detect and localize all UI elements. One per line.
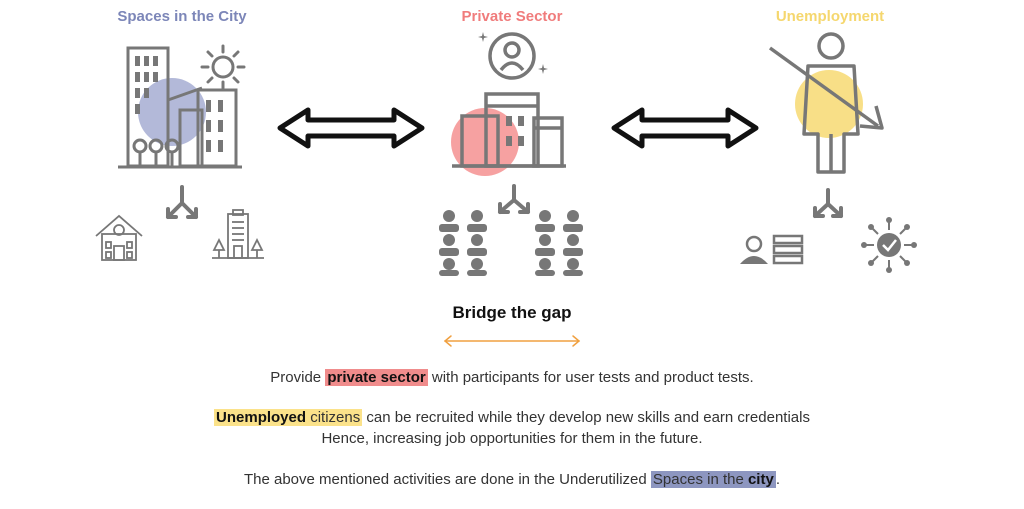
description-line-1: Provide private sector with participants…: [0, 368, 1024, 388]
bridge-arrow-icon: [443, 335, 581, 347]
split-arrow-icon: [498, 184, 530, 214]
description-line-3: Hence, increasing job opportunities for …: [321, 430, 703, 447]
split-arrow-icon: [166, 185, 198, 219]
line4-post: .: [775, 471, 780, 488]
line2-post: can be recruited while they develop new …: [362, 409, 810, 426]
sun-icon: [200, 44, 246, 90]
split-arrow-icon: [813, 188, 843, 218]
double-arrow-icon: [611, 107, 759, 149]
unemployed-highlight: Unemployed: [214, 409, 307, 426]
spaces-title: Spaces in the City: [117, 8, 247, 25]
spaces-highlight: Spaces in the: [650, 471, 748, 488]
people-group-icon: [535, 210, 583, 276]
city-highlight: city: [747, 471, 776, 488]
office-building-icon: [451, 92, 566, 176]
profile-card-icon: [740, 234, 804, 265]
double-arrow-icon: [277, 107, 425, 149]
school-icon: [95, 214, 143, 261]
private-sector-highlight: private sector: [325, 369, 428, 386]
description-line-2: Unemployed citizens can be recruited whi…: [0, 408, 1024, 428]
bridge-title: Bridge the gap: [452, 303, 572, 322]
user-avatar-icon: [478, 32, 548, 80]
unemployment-title: Unemployment: [775, 8, 885, 25]
skills-badge-icon: [861, 217, 917, 273]
line1-post: with participants for user tests and pro…: [427, 369, 754, 386]
city-buildings-icon: [118, 46, 242, 169]
line1-pre: Provide: [270, 369, 326, 386]
city-hall-icon: [212, 209, 264, 259]
description-line-4: The above mentioned activities are done …: [0, 470, 1024, 490]
unemployed-person-icon: [768, 32, 884, 174]
citizens-highlight: citizens: [306, 409, 363, 426]
private-sector-title: Private Sector: [461, 8, 563, 25]
people-group-icon: [439, 210, 487, 276]
line4-pre: The above mentioned activities are done …: [243, 471, 651, 488]
